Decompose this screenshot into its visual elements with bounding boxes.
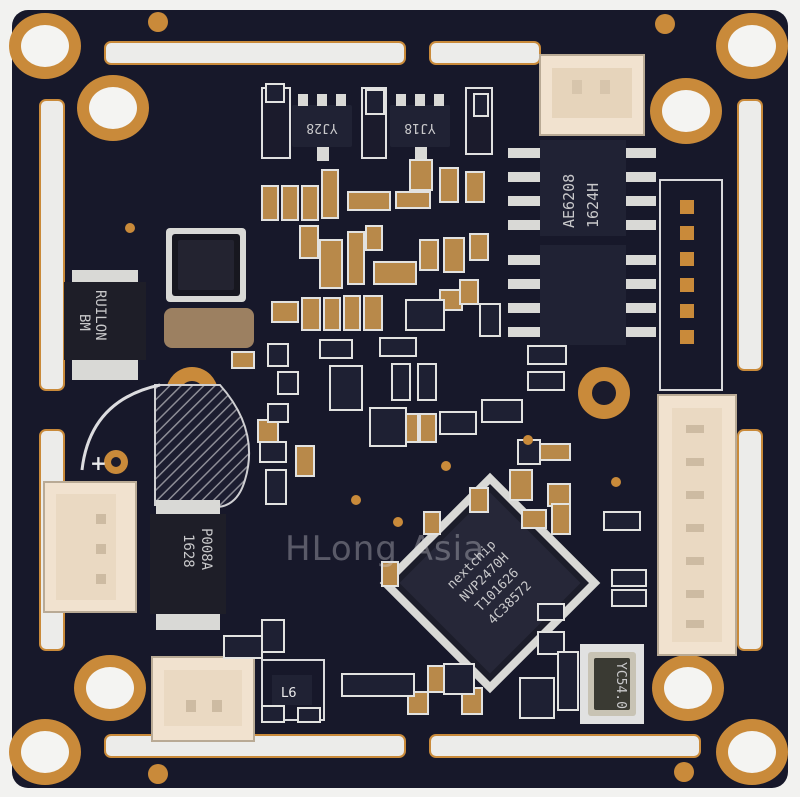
mounting-hole-bottom-right [716, 719, 788, 785]
inductor-label: L6 [281, 686, 297, 701]
smd-passives [223, 83, 647, 723]
mounting-hole-bottom-left [9, 719, 81, 785]
mounting-hole-top-right-inner [650, 78, 722, 144]
pin-header-right [659, 179, 723, 391]
diode-ruilon-code: BM [76, 314, 92, 331]
corner-copper-tabs [148, 12, 694, 784]
inductor-block [166, 228, 246, 302]
crystal-label: YC54.0 [613, 662, 628, 709]
diode-p008a: P008A 1628 [150, 500, 226, 630]
silkscreen-trace [80, 383, 161, 471]
hatched-silkscreen-area [154, 384, 251, 509]
mounting-hole-top-left-inner [77, 75, 149, 141]
diode-ruilon: RUILON BM [64, 270, 146, 380]
diode-p008a-code: 1628 [180, 534, 196, 568]
power-ic-second [508, 245, 656, 345]
power-ic-label: AE6208 [560, 174, 578, 228]
fiducial-dots [125, 223, 621, 527]
inductor-l6: L6 [261, 659, 325, 721]
crystal-oscillator: YC54.0 [580, 644, 644, 724]
diode-p008a-label: P008A [198, 528, 214, 571]
watermark-text: HLong Asia [285, 529, 485, 569]
regulator-yj28-label: YJ28 [306, 120, 337, 135]
regulator-yj18-label: YJ18 [404, 120, 435, 135]
small-via-plus [104, 450, 128, 474]
connector-left-3pin [43, 481, 137, 613]
connector-bottom-2pin [151, 656, 255, 742]
large-via-right [578, 367, 630, 419]
diode-ruilon-label: RUILON [92, 290, 108, 341]
mounting-hole-top-left [9, 13, 81, 79]
polarity-plus-mark: + [90, 451, 107, 475]
mounting-hole-bottom-left-inner [74, 655, 146, 721]
connector-top-2pin [539, 54, 645, 136]
mounting-hole-top-right [716, 13, 788, 79]
power-ic-ae6208: AE6208 1624H [508, 140, 656, 236]
power-ic-code: 1624H [584, 183, 602, 228]
mounting-hole-bottom-right-inner [652, 655, 724, 721]
connector-right-multipin [657, 394, 737, 656]
large-capacitor [164, 308, 254, 348]
